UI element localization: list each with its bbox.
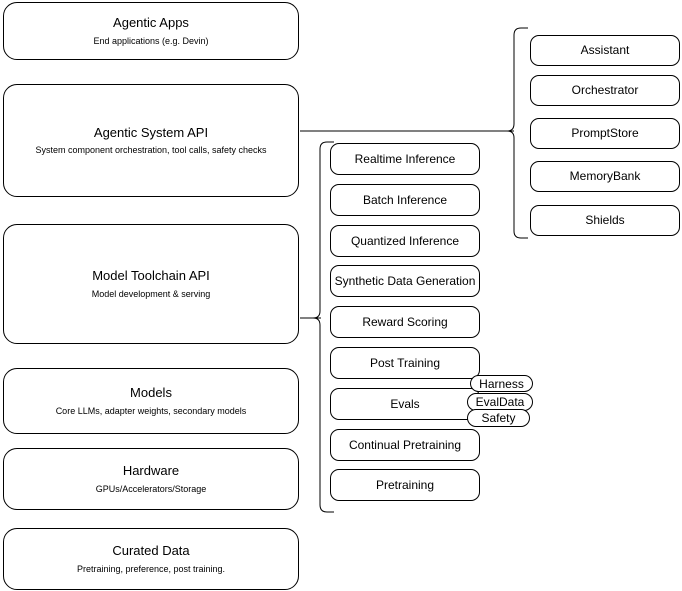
- component-label: Assistant: [580, 43, 630, 57]
- component-label: Synthetic Data Generation: [334, 273, 476, 288]
- layer-subtitle: Core LLMs, adapter weights, secondary mo…: [55, 405, 247, 416]
- pill-harness[interactable]: Harness: [470, 375, 533, 392]
- component-label: Pretraining: [375, 477, 435, 492]
- pill-label: EvalData: [475, 395, 525, 409]
- layer-title: Agentic System API: [93, 124, 209, 140]
- pill-safety[interactable]: Safety: [467, 409, 530, 427]
- component-label: MemoryBank: [569, 169, 641, 183]
- component-label: PromptStore: [571, 126, 639, 140]
- component-shields[interactable]: Shields: [530, 205, 680, 236]
- component-label: Continual Pretraining: [348, 437, 462, 452]
- layer-models[interactable]: Models Core LLMs, adapter weights, secon…: [3, 368, 299, 434]
- component-realtime-inference[interactable]: Realtime Inference: [330, 143, 480, 175]
- component-label: Quantized Inference: [350, 233, 460, 248]
- component-evals[interactable]: Evals: [330, 388, 480, 420]
- component-orchestrator[interactable]: Orchestrator: [530, 75, 680, 106]
- component-label: Batch Inference: [362, 192, 448, 207]
- layer-hardware[interactable]: Hardware GPUs/Accelerators/Storage: [3, 448, 299, 510]
- component-pretraining[interactable]: Pretraining: [330, 469, 480, 501]
- component-memorybank[interactable]: MemoryBank: [530, 161, 680, 192]
- layer-subtitle: Model development & serving: [91, 288, 211, 299]
- layer-subtitle: Pretraining, preference, post training.: [76, 563, 226, 574]
- layer-agentic-system-api[interactable]: Agentic System API System component orch…: [3, 84, 299, 197]
- layer-title: Curated Data: [112, 543, 190, 559]
- layer-subtitle: System component orchestration, tool cal…: [35, 145, 267, 155]
- component-reward-scoring[interactable]: Reward Scoring: [330, 306, 480, 338]
- agentic-system-brace: [506, 27, 528, 239]
- layer-title: Hardware: [122, 463, 180, 479]
- component-label: Evals: [390, 396, 420, 411]
- component-assistant[interactable]: Assistant: [530, 35, 680, 66]
- layer-title: Models: [130, 385, 172, 401]
- layer-subtitle: End applications (e.g. Devin): [93, 35, 209, 46]
- layer-model-toolchain-api[interactable]: Model Toolchain API Model development & …: [3, 224, 299, 344]
- component-label: Realtime Inference: [354, 151, 456, 166]
- component-quantized-inference[interactable]: Quantized Inference: [330, 225, 480, 257]
- pill-label: Harness: [479, 376, 524, 391]
- component-continual-pretraining[interactable]: Continual Pretraining: [330, 429, 480, 461]
- component-label: Reward Scoring: [362, 314, 448, 329]
- layer-agentic-apps[interactable]: Agentic Apps End applications (e.g. Devi…: [3, 2, 299, 60]
- layer-title: Agentic Apps: [113, 15, 189, 31]
- component-label: Orchestrator: [571, 83, 639, 97]
- layer-title: Model Toolchain API: [92, 268, 210, 284]
- component-promptstore[interactable]: PromptStore: [530, 118, 680, 149]
- component-label: Shields: [585, 213, 625, 227]
- pill-label: Safety: [481, 411, 516, 425]
- component-post-training[interactable]: Post Training: [330, 347, 480, 379]
- component-label: Post Training: [369, 355, 441, 370]
- component-synthetic-data-generation[interactable]: Synthetic Data Generation: [330, 265, 480, 297]
- layer-curated-data[interactable]: Curated Data Pretraining, preference, po…: [3, 528, 299, 590]
- component-batch-inference[interactable]: Batch Inference: [330, 184, 480, 216]
- layer-subtitle: GPUs/Accelerators/Storage: [95, 483, 207, 494]
